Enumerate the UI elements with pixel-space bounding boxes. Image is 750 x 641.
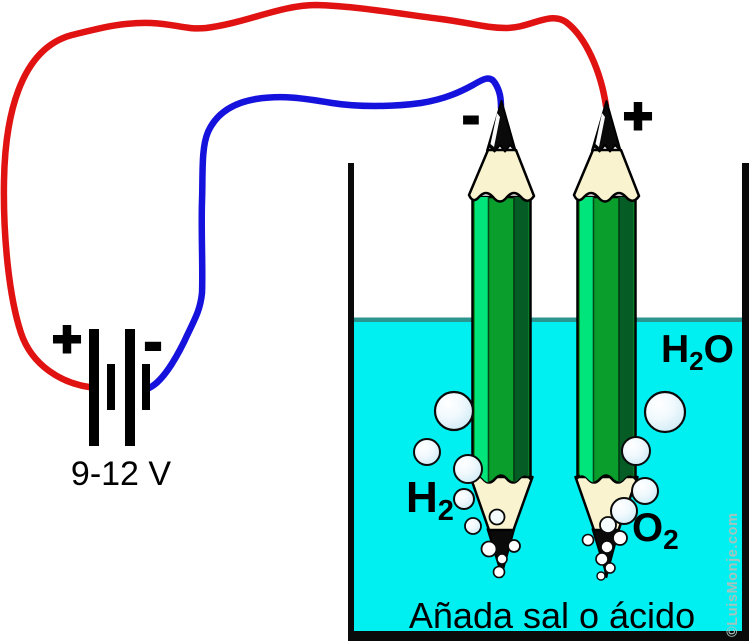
bubble [581,533,595,547]
oxygen-symbol: O [632,506,663,550]
bubble [413,438,441,466]
battery-plate-short-2 [142,364,150,410]
water-symbol: H [661,328,689,371]
bubble [596,571,606,581]
battery-minus-label: - [144,314,161,372]
bubble [492,565,506,579]
bubble [488,508,506,526]
bubble [453,488,475,510]
bubble [464,517,482,535]
battery-plate-long-2 [125,329,135,446]
water-subscript: 2 [689,346,703,376]
positive-wire [0,1,610,391]
bubble [433,390,475,432]
bubble [496,553,508,565]
hydrogen-label: H2 [406,473,454,527]
bubble [599,516,617,534]
bubble [643,390,687,434]
battery-plate-short-1 [107,364,115,410]
oxygen-label: O2 [632,506,679,555]
instruction-label: Añada sal o ácido [409,595,695,636]
water-surface-line [354,317,742,322]
battery-voltage-label: 9-12 V [71,455,171,493]
cathode-minus-label: - [463,88,480,144]
bubble [507,539,521,553]
water-label: H2O [661,328,734,376]
bubble [621,436,651,466]
oxygen-subscript: 2 [663,524,679,555]
anode-plus-label: + [623,88,652,144]
bubble [480,540,498,558]
bubble [631,477,659,505]
battery-plate-long-1 [89,329,99,446]
oxygen-bubbles [581,390,687,581]
hydrogen-subscript: 2 [438,495,454,527]
water-tail: O [704,328,734,371]
bubble [600,540,614,554]
negative-wire [145,75,505,392]
bubble [453,454,483,484]
hydrogen-symbol: H [406,473,438,522]
beaker [348,163,749,641]
water [354,318,742,633]
battery: + - 9-12 V [51,310,172,494]
bubble [610,497,638,525]
beaker-right-wall [742,163,749,641]
bubble [604,562,616,574]
hydrogen-bubbles [413,390,521,579]
battery-plus-label: + [52,311,81,367]
bubble [595,552,609,566]
beaker-left-wall [348,163,354,641]
credit-label: ©LuisMonje.com [725,512,741,637]
beaker-bottom [348,631,749,641]
bubble [612,530,628,546]
